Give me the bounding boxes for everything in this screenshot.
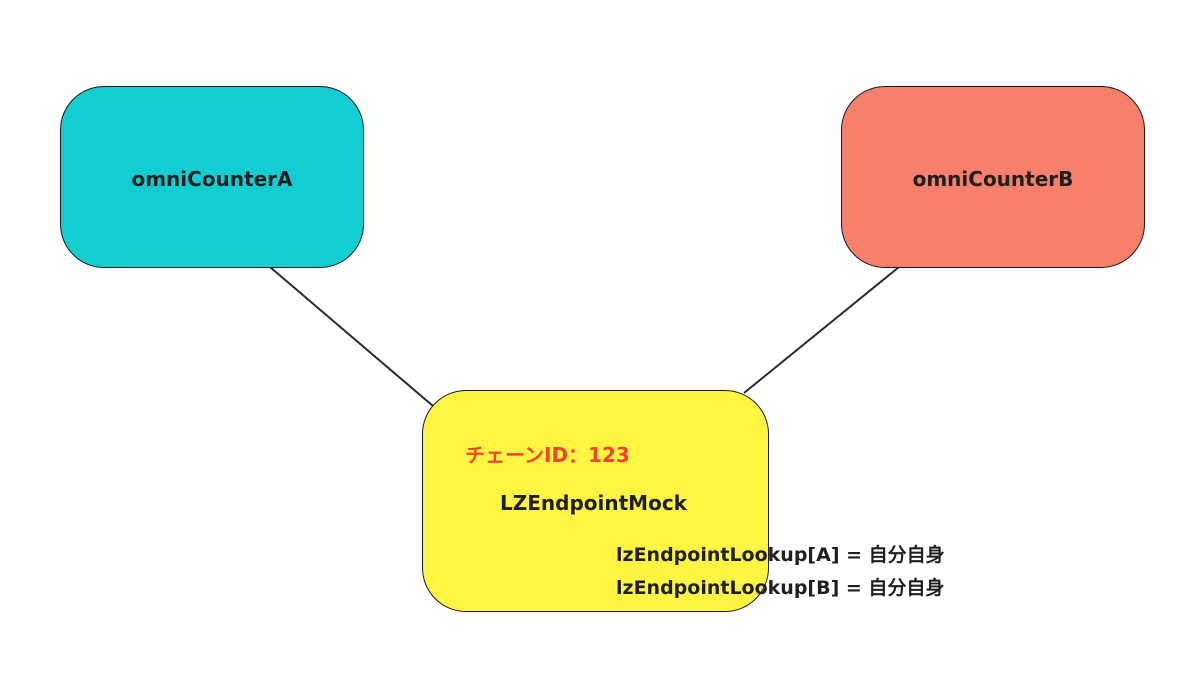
lz-endpoint-mock-title: LZEndpointMock bbox=[500, 491, 687, 515]
lookup-b-text: lzEndpointLookup[B] = 自分自身 bbox=[616, 577, 945, 599]
connector-a-to-center bbox=[269, 266, 434, 407]
lz-endpoint-mock-node[interactable] bbox=[422, 390, 769, 612]
omni-counter-b-node[interactable]: omniCounterB bbox=[841, 86, 1145, 268]
omni-counter-b-label: omniCounterB bbox=[912, 167, 1074, 191]
chain-id-label: チェーンID：123 bbox=[465, 443, 630, 467]
omni-counter-a-label: omniCounterA bbox=[131, 167, 293, 191]
connector-b-to-center bbox=[743, 266, 900, 394]
lookup-a-text: lzEndpointLookup[A] = 自分自身 bbox=[616, 544, 945, 566]
omni-counter-a-node[interactable]: omniCounterA bbox=[60, 86, 364, 268]
